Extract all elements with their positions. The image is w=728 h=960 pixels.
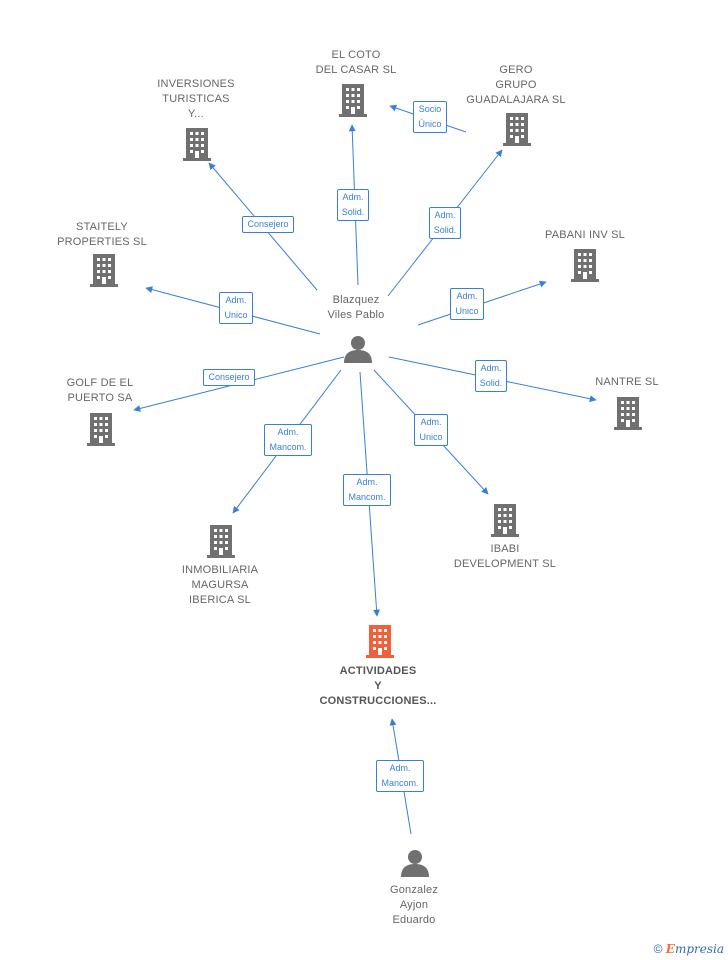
edge-label-line: Consejero (208, 371, 250, 382)
edge-label-line: Solid. (479, 378, 503, 388)
edge-label-blazquez-to-golf[interactable]: Consejero (203, 368, 255, 386)
building-icon-golf[interactable] (87, 413, 115, 446)
node-label-staitely[interactable]: STAITELY PROPERTIES SL (37, 220, 167, 250)
node-label-gero[interactable]: GERO GRUPO GUADALAJARA SL (451, 63, 581, 108)
building-icon-nantre[interactable] (614, 397, 642, 430)
node-label-line: Viles Pablo (327, 309, 385, 321)
node-label-line: IBERICA SL (189, 594, 251, 606)
edge-label-gonzalez-to-actividades[interactable]: Adm. Mancom. (376, 760, 424, 792)
node-label-line: GRUPO (495, 79, 537, 91)
person-icon-blazquez[interactable] (344, 336, 372, 363)
node-label-line: MAGURSA (191, 579, 249, 591)
edge-label-line: Adm. (456, 291, 478, 301)
edge-label-line: Adm. (342, 192, 364, 202)
edge-label-line: Unico (419, 432, 443, 442)
edge-label-line: Socio (418, 104, 442, 114)
node-label-line: INMOBILIARIA (181, 564, 259, 576)
node-label-nantre[interactable]: NANTRE SL (577, 375, 677, 390)
node-label-pabani[interactable]: PABANI INV SL (525, 228, 645, 243)
edge-label-line: Mancom. (348, 492, 386, 502)
node-label-line: PABANI INV SL (544, 229, 626, 241)
person-icon-gonzalez[interactable] (401, 850, 429, 877)
node-label-line: IBABI (490, 543, 520, 555)
building-icon-el_coto[interactable] (339, 84, 367, 117)
node-label-line: EL COTO (331, 49, 381, 61)
node-label-line: NANTRE SL (595, 376, 659, 388)
edge-label-blazquez-to-inversiones[interactable]: Consejero (242, 215, 294, 233)
edge-label-line: Mancom. (381, 778, 419, 788)
edge-label-blazquez-to-nantre[interactable]: Adm. Solid. (474, 360, 508, 392)
node-label-line: DEL CASAR SL (315, 64, 397, 76)
building-icon-gero[interactable] (503, 113, 531, 146)
edge-label-line: Solid. (341, 207, 365, 217)
node-label-line: GERO (499, 64, 533, 76)
building-icon-ibabi[interactable] (491, 504, 519, 537)
node-label-line: Eduardo (392, 914, 436, 926)
node-label-line: INVERSIONES (157, 78, 235, 90)
footer-brand[interactable]: © Empresia (654, 942, 724, 956)
building-icon-pabani[interactable] (571, 249, 599, 282)
building-icon-inmobiliaria[interactable] (207, 525, 235, 558)
node-label-line: Ayjon (399, 899, 429, 911)
brand-logo-text: mpresia (674, 942, 724, 956)
edge-label-line: Unico (224, 310, 248, 320)
node-label-line: DEVELOPMENT SL (453, 558, 557, 570)
edge-label-line: Consejero (247, 218, 289, 229)
edge-label-line: Adm. (277, 427, 299, 437)
edge-label-line: Adm. (389, 763, 411, 773)
edge-label-blazquez-to-pabani[interactable]: Adm. Unico (450, 288, 484, 320)
node-label-line: STAITELY (76, 221, 128, 233)
building-icon-actividades[interactable] (366, 625, 394, 658)
node-label-inmobiliaria[interactable]: INMOBILIARIA MAGURSA IBERICA SL (155, 563, 285, 608)
node-label-actividades[interactable]: ACTIVIDADES Y CONSTRUCCIONES... (298, 664, 458, 709)
node-label-line: CONSTRUCCIONES... (319, 695, 437, 707)
edge-label-line: Adm. (356, 477, 378, 487)
edge-label-blazquez-to-gero[interactable]: Adm. Solid. (428, 207, 462, 239)
node-label-line: ACTIVIDADES (339, 665, 417, 677)
edge-label-line: Adm. (225, 295, 247, 305)
edge-label-blazquez-to-ibabi[interactable]: Adm. Unico (414, 414, 448, 446)
edge-label-blazquez-to-actividades[interactable]: Adm. Mancom. (343, 474, 391, 506)
node-label-inversiones[interactable]: INVERSIONES TURISTICAS Y... (136, 77, 256, 122)
edge-label-blazquez-to-el_coto[interactable]: Adm. Solid. (336, 189, 370, 221)
edge-label-blazquez-to-staitely[interactable]: Adm. Unico (219, 292, 253, 324)
copyright-symbol: © (653, 942, 663, 956)
edge-label-line: Único (418, 119, 442, 129)
brand-logo-initial: E (665, 942, 675, 956)
edge-label-line: Unico (455, 306, 479, 316)
edge-label-blazquez-to-inmobiliaria[interactable]: Adm. Mancom. (264, 424, 312, 456)
node-label-el_coto[interactable]: EL COTO DEL CASAR SL (296, 48, 416, 78)
node-label-line: Y... (188, 108, 204, 120)
edge-label-line: Mancom. (269, 442, 307, 452)
node-label-golf[interactable]: GOLF DE EL PUERTO SA (45, 376, 155, 406)
node-label-line: PUERTO SA (67, 392, 133, 404)
node-label-line: TURISTICAS (162, 93, 230, 105)
node-label-ibabi[interactable]: IBABI DEVELOPMENT SL (440, 542, 570, 572)
node-label-line: Blazquez (332, 294, 380, 306)
node-label-line: GUADALAJARA SL (466, 94, 566, 106)
edge-label-line: Adm. (420, 417, 442, 427)
edge-label-line: Solid. (433, 225, 457, 235)
edge-label-line: Adm. (434, 210, 456, 220)
node-label-line: Y (374, 680, 382, 692)
node-label-line: PROPERTIES SL (57, 236, 147, 248)
building-icon-inversiones[interactable] (183, 128, 211, 161)
edge-label-line: Adm. (480, 363, 502, 373)
node-label-line: Gonzalez (389, 884, 439, 896)
building-icon-staitely[interactable] (90, 254, 118, 287)
node-label-line: GOLF DE EL (66, 377, 134, 389)
